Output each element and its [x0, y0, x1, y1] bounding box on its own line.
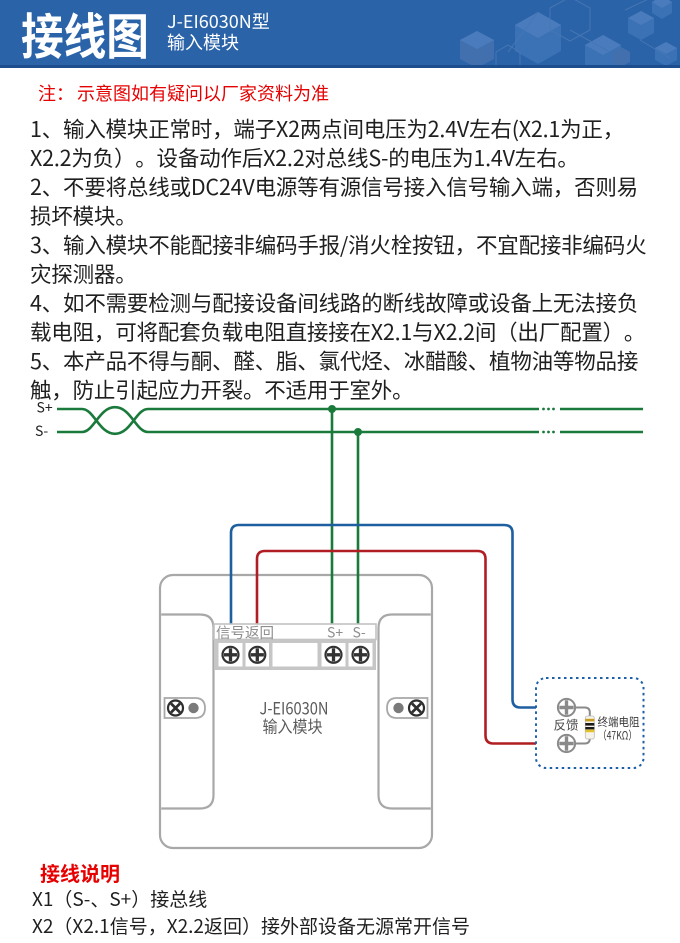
svg-text:S+: S+	[37, 398, 53, 418]
svg-text:S+: S+	[327, 623, 343, 643]
svg-text:J-EI6030N: J-EI6030N	[260, 695, 329, 720]
svg-text:S-: S-	[35, 421, 48, 441]
svg-text:信号返回: 信号返回	[216, 622, 274, 643]
svg-text:S-: S-	[353, 623, 366, 643]
svg-text:反馈: 反馈	[554, 715, 579, 734]
svg-text:终端电阻: 终端电阻	[598, 714, 640, 730]
svg-text:（47KΩ）: （47KΩ）	[598, 728, 637, 744]
svg-text:输入模块: 输入模块	[263, 714, 323, 738]
